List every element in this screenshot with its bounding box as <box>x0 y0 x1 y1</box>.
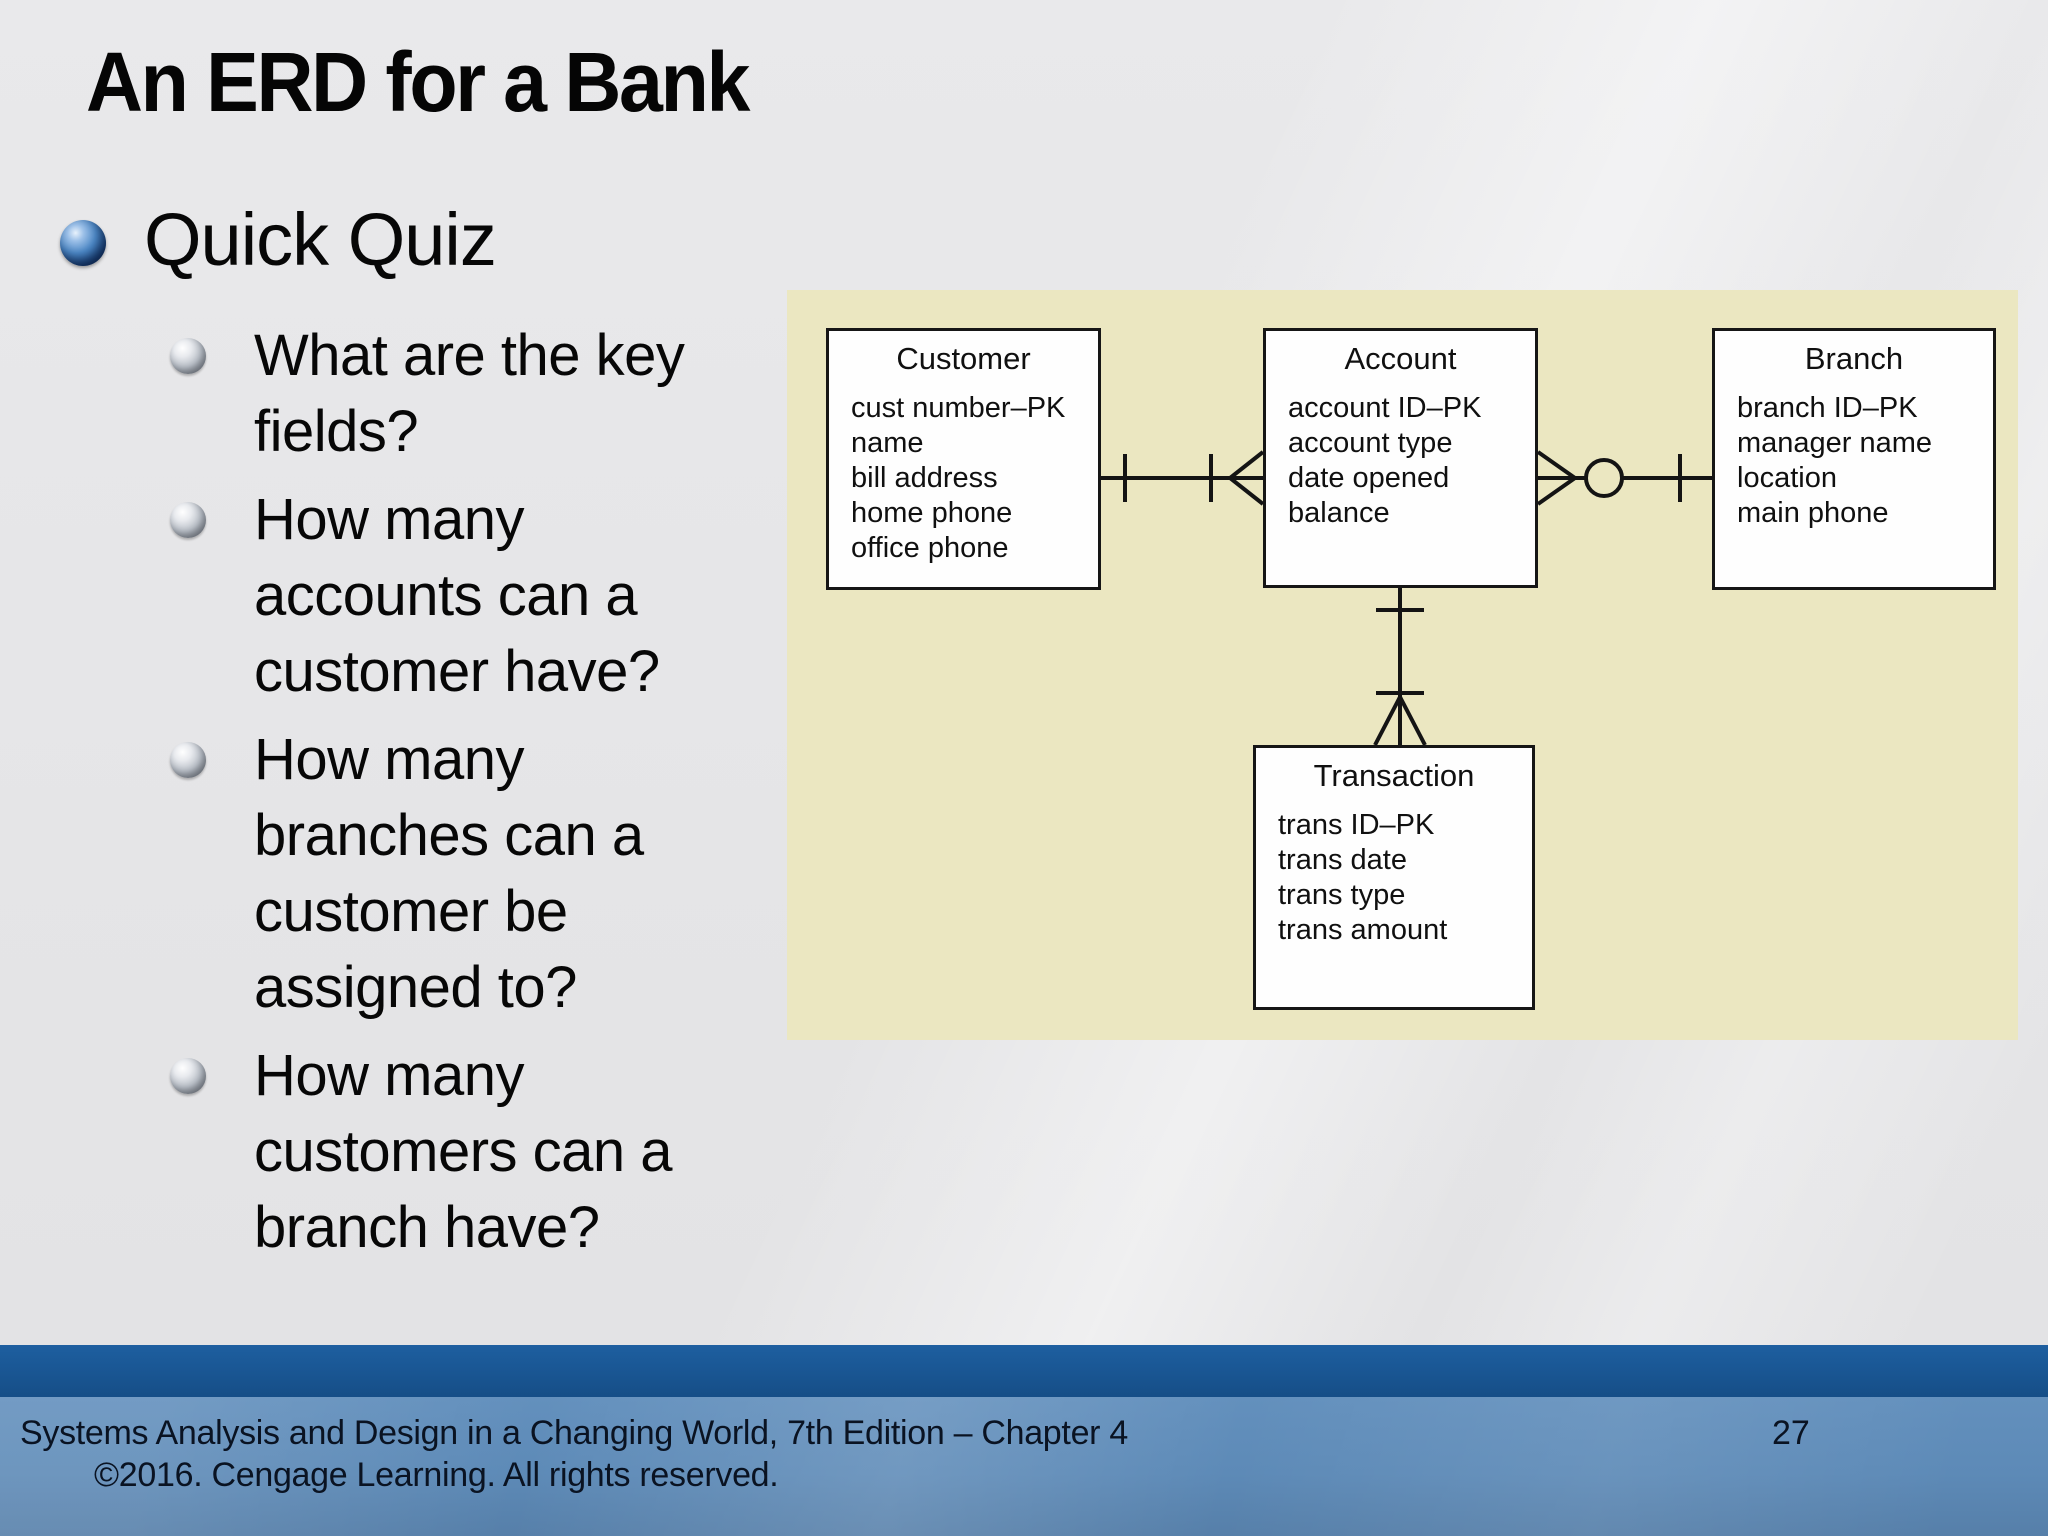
entity-field: main phone <box>1737 497 1889 529</box>
level1-bullet-label: Quick Quiz <box>144 198 497 281</box>
gray-sphere-bullet-icon <box>170 502 206 538</box>
relationship-account-branch <box>1536 450 1712 506</box>
entity-field: bill address <box>851 462 998 494</box>
bullet-line: How many <box>254 1043 524 1108</box>
entity-field: account ID–PK <box>1288 392 1482 424</box>
entity-field: cust number–PK <box>851 392 1066 424</box>
bullet-line: What are the key <box>254 323 685 388</box>
entity-field: trans amount <box>1278 914 1448 946</box>
bullet-text: How many customers can a branch have? <box>254 1038 673 1266</box>
entity-field: name <box>851 427 924 459</box>
entity-field: branch ID–PK <box>1737 392 1918 424</box>
entity-field: office phone <box>851 532 1009 564</box>
list-item: What are the key fields? <box>170 318 685 470</box>
entity-fields: account ID–PK account type date opened b… <box>1288 391 1535 531</box>
entity-account: Account account ID–PK account type date … <box>1263 328 1538 588</box>
bullet-line: branch have? <box>254 1195 600 1260</box>
entity-field: date opened <box>1288 462 1450 494</box>
footer-band-dark <box>0 1345 2048 1397</box>
entity-fields: branch ID–PK manager name location main … <box>1737 391 1993 531</box>
bullet-text: How many accounts can a customer have? <box>254 482 660 710</box>
quiz-bullet-list: What are the key fields? How many accoun… <box>170 318 685 1266</box>
entity-field: manager name <box>1737 427 1933 459</box>
bullet-line: How many <box>254 487 524 552</box>
bullet-text: What are the key fields? <box>254 318 685 470</box>
gray-sphere-bullet-icon <box>170 338 206 374</box>
entity-title: Account <box>1344 341 1457 376</box>
bullet-line: How many <box>254 727 524 792</box>
gray-sphere-bullet-icon <box>170 742 206 778</box>
entity-field: account type <box>1288 427 1453 459</box>
list-item: How many branches can a customer be assi… <box>170 722 684 1026</box>
entity-field: trans type <box>1278 879 1406 911</box>
bullet-line: customers can a <box>254 1119 673 1184</box>
bullet-line: customer be <box>254 879 568 944</box>
slide-title: An ERD for a Bank <box>86 35 750 129</box>
entity-field: trans date <box>1278 844 1407 876</box>
footer-copyright: ©2016. Cengage Learning. All rights rese… <box>94 1456 779 1494</box>
page-number: 27 <box>1772 1414 1810 1452</box>
entity-title: Branch <box>1804 341 1904 376</box>
bullet-line: accounts can a <box>254 563 638 628</box>
list-item: How many customers can a branch have? <box>170 1038 684 1266</box>
relationship-account-transaction <box>1373 588 1427 746</box>
gray-sphere-bullet-icon <box>170 1058 206 1094</box>
level1-bullet: Quick Quiz <box>60 192 497 288</box>
bullet-line: customer have? <box>254 639 660 704</box>
entity-title: Customer <box>896 341 1031 376</box>
relationship-customer-account <box>1101 450 1265 506</box>
bullet-line: assigned to? <box>254 955 577 1020</box>
entity-fields: cust number–PK name bill address home ph… <box>851 391 1098 566</box>
entity-field: balance <box>1288 497 1390 529</box>
erd-diagram-panel: Customer cust number–PK name bill addres… <box>787 290 2018 1040</box>
entity-field: trans ID–PK <box>1278 809 1435 841</box>
footer-band-light: Systems Analysis and Design in a Changin… <box>0 1397 2048 1536</box>
entity-branch: Branch branch ID–PK manager name locatio… <box>1712 328 1996 590</box>
list-item: How many accounts can a customer have? <box>170 482 684 710</box>
entity-field: home phone <box>851 497 1013 529</box>
footer-citation: Systems Analysis and Design in a Changin… <box>20 1414 1128 1452</box>
entity-transaction: Transaction trans ID–PK trans date trans… <box>1253 745 1535 1010</box>
bullet-text: How many branches can a customer be assi… <box>254 722 644 1026</box>
blue-sphere-bullet-icon <box>60 220 106 266</box>
bullet-line: branches can a <box>254 803 644 868</box>
bullet-line: fields? <box>254 399 419 464</box>
entity-fields: trans ID–PK trans date trans type trans … <box>1278 808 1532 948</box>
entity-field: location <box>1737 462 1837 494</box>
entity-title: Transaction <box>1313 758 1475 793</box>
entity-customer: Customer cust number–PK name bill addres… <box>826 328 1101 590</box>
